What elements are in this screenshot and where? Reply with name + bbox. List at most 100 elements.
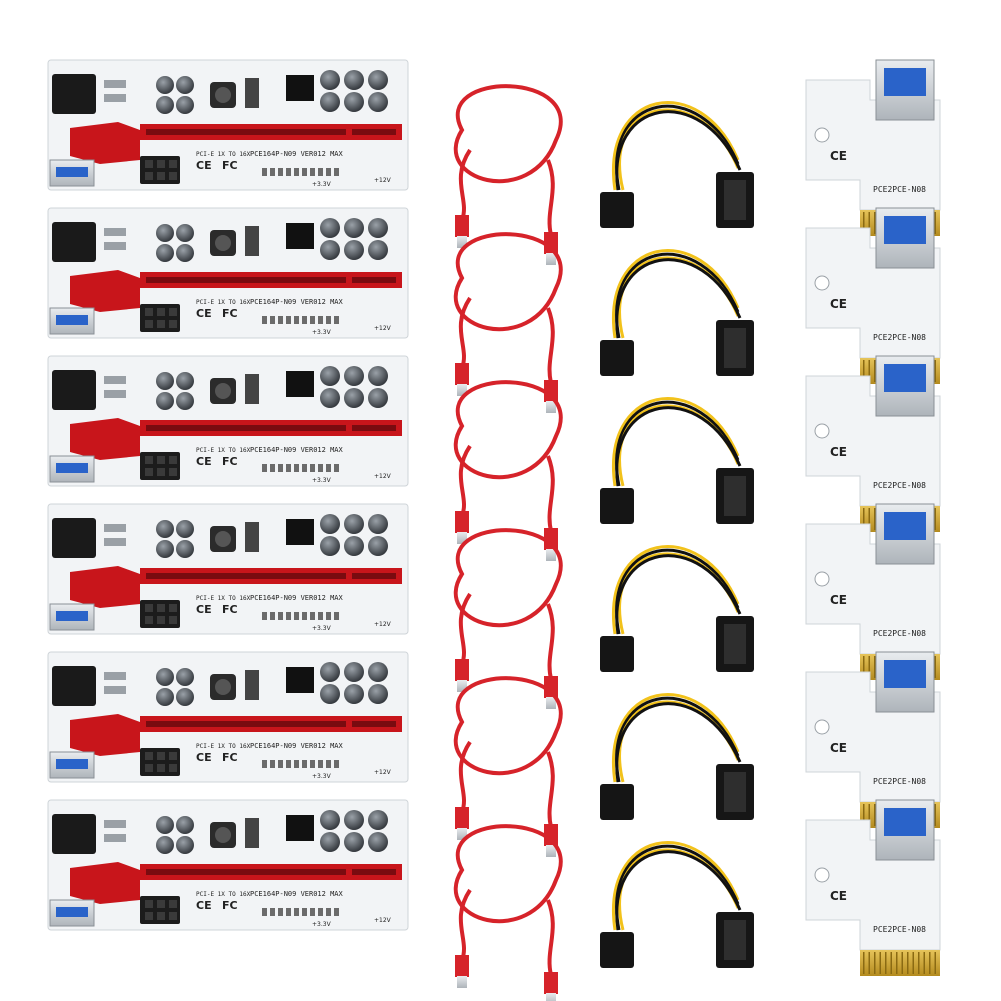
- slot-latch: [70, 714, 140, 756]
- capacitor: [320, 536, 340, 556]
- led: [310, 168, 315, 176]
- usb-cable-icon: [453, 380, 563, 480]
- capacitor: [176, 668, 194, 686]
- ce-mark: CE: [830, 593, 847, 607]
- usb-plug: [455, 363, 469, 385]
- ce-mark: CE: [196, 899, 212, 912]
- mounting-hole: [814, 719, 830, 735]
- mounting-hole: [814, 127, 830, 143]
- fc-mark: FC: [222, 603, 238, 616]
- voltage-label: +12V: [374, 621, 392, 628]
- capacitor: [156, 244, 174, 262]
- power-cable-icon: [612, 397, 740, 487]
- capacitor: [156, 668, 174, 686]
- fc-mark: FC: [222, 899, 238, 912]
- chip: [245, 522, 259, 552]
- capacitor: [344, 366, 364, 386]
- fc-mark: FC: [222, 751, 238, 764]
- led: [262, 464, 267, 472]
- led: [278, 612, 283, 620]
- voltage-label-2: +3.3V: [312, 625, 332, 632]
- power-header: [52, 518, 96, 558]
- slot-label: PCI-E 1X TO 16X: [196, 595, 251, 602]
- adapter-label: PCE2PCE-N08: [873, 629, 926, 638]
- led: [326, 908, 331, 916]
- adapter-label: PCE2PCE-N08: [873, 777, 926, 786]
- controller-chip: [286, 815, 314, 841]
- led: [286, 168, 291, 176]
- gold-fingers: [860, 950, 940, 976]
- led: [334, 316, 339, 324]
- capacitor: [156, 688, 174, 706]
- ce-mark: CE: [196, 159, 212, 172]
- led: [318, 316, 323, 324]
- led: [270, 908, 275, 916]
- model-label: PCE164P-N09 VER012 MAX: [250, 742, 344, 750]
- model-label: PCE164P-N09 VER012 MAX: [250, 150, 344, 158]
- led: [318, 612, 323, 620]
- usb-plug: [544, 232, 558, 254]
- voltage-label-2: +3.3V: [312, 329, 332, 336]
- usb-cable-icon: [453, 676, 563, 776]
- capacitor: [368, 240, 388, 260]
- pcie-6pin-connector: [600, 636, 634, 672]
- ce-mark: CE: [830, 445, 847, 459]
- led: [294, 464, 299, 472]
- power-cable-icon: [612, 545, 740, 635]
- led: [294, 168, 299, 176]
- ce-mark: CE: [830, 741, 847, 755]
- led: [286, 908, 291, 916]
- capacitor: [176, 96, 194, 114]
- ce-mark: CE: [830, 297, 847, 311]
- slot-latch: [70, 418, 140, 460]
- usb-plug: [455, 955, 469, 977]
- capacitor: [156, 520, 174, 538]
- chip: [245, 226, 259, 256]
- led: [310, 464, 315, 472]
- model-label: PCE164P-N09 VER012 MAX: [250, 298, 344, 306]
- voltage-label: +12V: [374, 325, 392, 332]
- pcie-6pin-connector: [600, 932, 634, 968]
- power-cable-icon: [612, 693, 740, 783]
- capacitor: [344, 536, 364, 556]
- capacitor: [156, 816, 174, 834]
- led: [334, 168, 339, 176]
- led: [302, 612, 307, 620]
- slot-label: PCI-E 1X TO 16X: [196, 151, 251, 158]
- voltage-label: +12V: [374, 473, 392, 480]
- led: [302, 464, 307, 472]
- voltage-label: +12V: [374, 917, 392, 924]
- led: [302, 908, 307, 916]
- usb-plug: [455, 511, 469, 533]
- led: [326, 168, 331, 176]
- capacitor: [320, 240, 340, 260]
- capacitor: [156, 224, 174, 242]
- usb-cable-icon: [453, 84, 563, 184]
- capacitor: [320, 70, 340, 90]
- led: [286, 612, 291, 620]
- chip: [245, 670, 259, 700]
- led: [270, 760, 275, 768]
- power-header: [52, 222, 96, 262]
- led: [302, 168, 307, 176]
- led: [318, 760, 323, 768]
- pcie-6pin-connector: [600, 192, 634, 228]
- capacitor: [176, 76, 194, 94]
- fc-mark: FC: [222, 307, 238, 320]
- led: [262, 612, 267, 620]
- usb-cable-icon: [453, 232, 563, 332]
- model-label: PCE164P-N09 VER012 MAX: [250, 446, 344, 454]
- capacitor: [176, 392, 194, 410]
- power-header: [52, 370, 96, 410]
- pcie-6pin-connector: [600, 340, 634, 376]
- chip: [245, 818, 259, 848]
- capacitor: [344, 388, 364, 408]
- led: [278, 464, 283, 472]
- chip: [245, 374, 259, 404]
- capacitor: [368, 514, 388, 534]
- ce-mark: CE: [830, 149, 847, 163]
- capacitor: [368, 662, 388, 682]
- led: [278, 168, 283, 176]
